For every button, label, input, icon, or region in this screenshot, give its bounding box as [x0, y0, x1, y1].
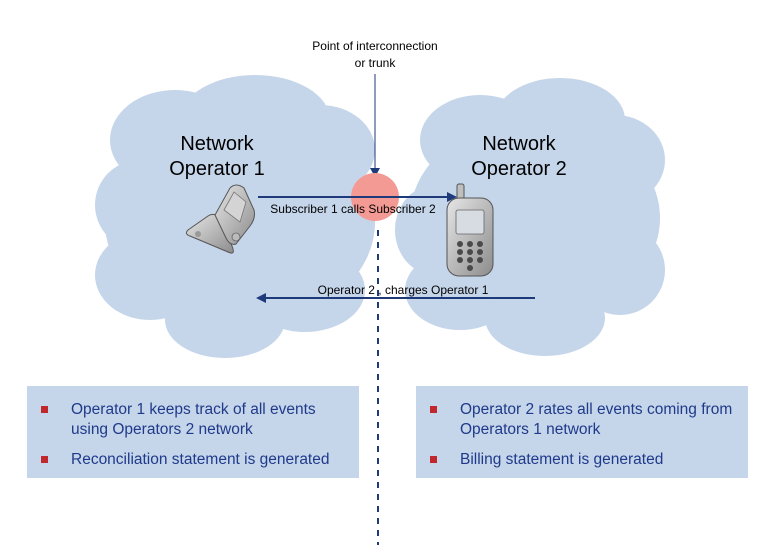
poi-label-line2: or trunk — [355, 56, 397, 70]
bullet-square-icon — [430, 406, 437, 413]
list-item: Billing statement is generated — [428, 450, 736, 470]
mobile-phone-icon — [446, 183, 494, 277]
operator-1-label-line2: Operator 1 — [169, 158, 265, 180]
bullet-square-icon — [41, 456, 48, 463]
charge-arrow-label: Operator 2 , charges Operator 1 — [318, 283, 489, 297]
list-item: Operator 2 rates all events coming from … — [428, 400, 736, 440]
poi-label-line1: Point of interconnection — [312, 39, 437, 53]
list-item: Operator 1 keeps track of all events usi… — [39, 400, 347, 440]
network-operator-1-cloud — [95, 75, 375, 358]
operator-1-info-panel: Operator 1 keeps track of all events usi… — [27, 386, 359, 478]
list-item-text: Reconciliation statement is generated — [71, 451, 330, 468]
operator-1-info-list: Operator 1 keeps track of all events usi… — [39, 400, 347, 470]
list-item-text: Operator 1 keeps track of all events usi… — [71, 401, 316, 438]
list-item: Reconciliation statement is generated — [39, 450, 347, 470]
network-operator-2-cloud — [395, 78, 665, 356]
bullet-square-icon — [430, 456, 437, 463]
list-item-text: Operator 2 rates all events coming from … — [460, 401, 733, 438]
operator-2-label-line1: Network — [482, 133, 556, 155]
operator-2-info-panel: Operator 2 rates all events coming from … — [416, 386, 748, 478]
call-arrow-label: Subscriber 1 calls Subscriber 2 — [270, 202, 436, 216]
operator-1-label-line1: Network — [180, 133, 254, 155]
operator-2-label-line2: Operator 2 — [471, 158, 567, 180]
flip-phone-icon — [185, 184, 255, 254]
bullet-square-icon — [41, 406, 48, 413]
poi-pointer-arrowhead — [370, 168, 380, 177]
list-item-text: Billing statement is generated — [460, 451, 664, 468]
operator-2-info-list: Operator 2 rates all events coming from … — [428, 400, 736, 470]
